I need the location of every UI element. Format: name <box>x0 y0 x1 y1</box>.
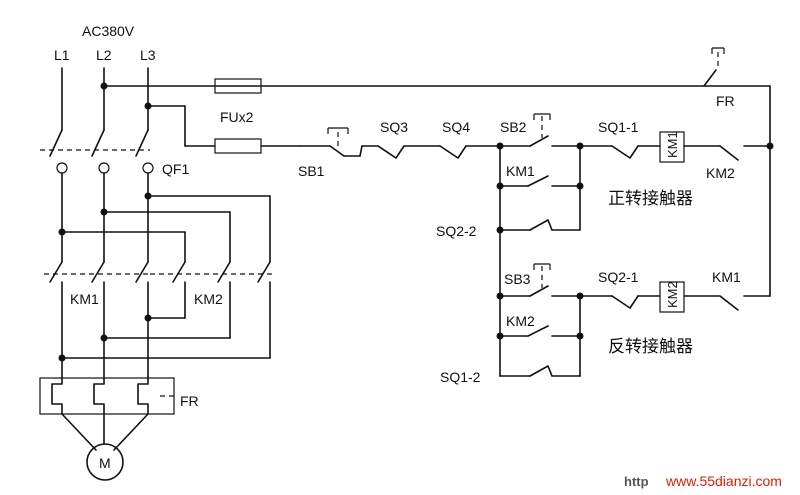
sq3-label: SQ3 <box>380 119 408 135</box>
l3-label: L3 <box>140 47 156 63</box>
km1-main-contacts <box>44 261 150 359</box>
l2-label: L2 <box>96 47 112 63</box>
km1-nc-label: KM1 <box>712 269 741 285</box>
km2-main-label: KM2 <box>194 291 223 307</box>
fr-nc-contact <box>703 47 771 147</box>
sq4-label: SQ4 <box>442 119 470 135</box>
reversing-bus <box>58 192 271 263</box>
sq1-1-label: SQ1-1 <box>598 119 639 135</box>
sb1-label: SB1 <box>298 163 325 179</box>
thermal-relay-fr <box>39 357 176 415</box>
sq4-limit <box>423 145 501 159</box>
fr-top-label: FR <box>716 93 735 109</box>
watermark-prefix: http <box>624 474 649 489</box>
forward-branch <box>496 113 774 234</box>
sb3-label: SB3 <box>504 271 531 287</box>
power-circuit <box>39 67 771 481</box>
km1-coil-label: KM1 <box>665 131 680 158</box>
km2-aux-label: KM2 <box>506 313 535 329</box>
breaker-qf1 <box>40 129 154 263</box>
reverse-branch <box>496 145 771 377</box>
km2-main-contacts <box>58 261 276 362</box>
fuses <box>214 78 301 154</box>
watermark-site: www.55dianzi.com <box>665 473 782 489</box>
km1-main-label: KM1 <box>70 291 99 307</box>
sq2-1-label: SQ2-1 <box>598 269 639 285</box>
sb2-label: SB2 <box>500 119 527 135</box>
supply-label: AC380V <box>82 23 135 39</box>
qf1-label: QF1 <box>162 161 189 177</box>
forward-contactor-label: 正转接触器 <box>608 189 693 209</box>
sq1-2-label: SQ1-2 <box>440 369 481 385</box>
km2-coil-label: KM2 <box>665 281 680 308</box>
l1-label: L1 <box>54 47 70 63</box>
sb1-stop-button <box>327 127 361 157</box>
fuse-label: FUx2 <box>220 109 254 125</box>
sq3-limit <box>361 145 425 159</box>
km1-aux-label: KM1 <box>506 163 535 179</box>
reverse-contactor-label: 反转接触器 <box>608 337 693 357</box>
control-circuit <box>214 47 774 377</box>
fr-bottom-label: FR <box>180 393 199 409</box>
motor <box>61 413 149 481</box>
motor-label: M <box>99 455 111 471</box>
sq2-2-label: SQ2-2 <box>436 223 477 239</box>
km2-nc-label: KM2 <box>706 165 735 181</box>
